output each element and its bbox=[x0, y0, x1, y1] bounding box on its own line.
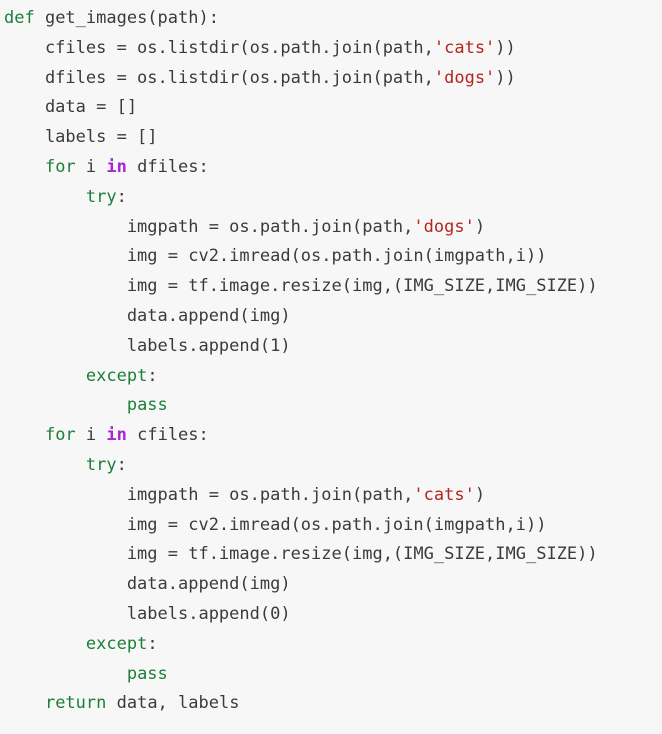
code-keyword: try bbox=[85, 186, 117, 207]
code-token: get_images(path): bbox=[34, 8, 219, 28]
code-token: i bbox=[75, 156, 107, 177]
code-string: 'cats' bbox=[413, 484, 475, 505]
code-line: data = [] bbox=[4, 93, 662, 123]
code-string: 'cats' bbox=[433, 37, 496, 58]
code-keyword: def bbox=[4, 8, 35, 28]
code-line: labels = [] bbox=[4, 123, 662, 153]
code-token: ) bbox=[474, 216, 486, 237]
code-line: pass bbox=[4, 391, 662, 421]
code-line: img = cv2.imread(os.path.join(imgpath,i)… bbox=[4, 511, 662, 541]
code-keyword: in bbox=[106, 156, 127, 177]
code-line: imgpath = os.path.join(path,'dogs') bbox=[4, 213, 662, 243]
code-line: pass bbox=[4, 660, 662, 690]
code-keyword: for bbox=[44, 425, 76, 446]
code-token: : bbox=[116, 454, 127, 475]
code-line: except: bbox=[4, 362, 662, 392]
code-token: )) bbox=[495, 67, 516, 88]
code-token: : bbox=[147, 633, 158, 654]
code-line: img = tf.image.resize(img,(IMG_SIZE,IMG_… bbox=[4, 540, 662, 570]
code-string: 'dogs' bbox=[433, 67, 496, 88]
code-line: dfiles = os.listdir(os.path.join(path,'d… bbox=[4, 64, 662, 94]
code-keyword: pass bbox=[126, 663, 168, 684]
code-keyword: try bbox=[85, 454, 117, 475]
code-line: return data, labels bbox=[4, 689, 662, 719]
code-token bbox=[4, 157, 45, 177]
code-token: cfiles: bbox=[126, 425, 209, 446]
code-token: dfiles: bbox=[126, 156, 209, 177]
code-token: data.append(img) bbox=[4, 305, 291, 326]
code-token bbox=[4, 395, 127, 415]
code-line: for i in cfiles: bbox=[4, 421, 662, 451]
code-token: : bbox=[147, 365, 158, 386]
code-line: labels.append(0) bbox=[4, 600, 662, 630]
code-token: img = cv2.imread(os.path.join(imgpath,i)… bbox=[4, 246, 547, 267]
code-token: )) bbox=[495, 37, 516, 58]
code-token: img = tf.image.resize(img,(IMG_SIZE,IMG_… bbox=[4, 276, 598, 297]
code-line: labels.append(1) bbox=[4, 332, 662, 362]
code-keyword: for bbox=[44, 156, 76, 177]
code-line: try: bbox=[4, 183, 662, 213]
code-token: : bbox=[116, 186, 127, 207]
code-token: i bbox=[75, 425, 107, 446]
code-keyword: except bbox=[85, 365, 148, 386]
code-token: imgpath = os.path.join(path, bbox=[4, 216, 414, 237]
code-line: cfiles = os.listdir(os.path.join(path,'c… bbox=[4, 34, 662, 64]
code-token: data, labels bbox=[106, 693, 240, 714]
code-keyword: pass bbox=[126, 395, 168, 416]
code-token bbox=[4, 425, 45, 445]
code-keyword: in bbox=[106, 425, 127, 446]
code-token: img = tf.image.resize(img,(IMG_SIZE,IMG_… bbox=[4, 544, 598, 565]
code-token: ) bbox=[474, 484, 486, 505]
code-line: data.append(img) bbox=[4, 302, 662, 332]
code-token: labels.append(1) bbox=[4, 335, 291, 356]
code-line: imgpath = os.path.join(path,'cats') bbox=[4, 481, 662, 511]
code-token: labels = [] bbox=[4, 127, 158, 148]
code-token: labels.append(0) bbox=[4, 603, 291, 624]
code-token: data.append(img) bbox=[4, 574, 291, 595]
code-line: img = cv2.imread(os.path.join(imgpath,i)… bbox=[4, 242, 662, 272]
code-line: try: bbox=[4, 451, 662, 481]
code-line: except: bbox=[4, 630, 662, 660]
code-token bbox=[4, 455, 86, 475]
code-token: data = [] bbox=[4, 97, 138, 118]
code-token bbox=[4, 693, 45, 713]
code-line: def get_images(path): bbox=[4, 4, 662, 34]
code-token bbox=[4, 634, 86, 654]
code-keyword: return bbox=[44, 693, 107, 714]
code-string: 'dogs' bbox=[413, 216, 475, 237]
code-keyword: except bbox=[85, 633, 148, 654]
code-token bbox=[4, 187, 86, 207]
code-token: img = cv2.imread(os.path.join(imgpath,i)… bbox=[4, 514, 547, 535]
code-line: for i in dfiles: bbox=[4, 153, 662, 183]
code-token: cfiles = os.listdir(os.path.join(path, bbox=[4, 37, 434, 58]
code-token bbox=[4, 366, 86, 386]
code-token bbox=[4, 664, 127, 684]
code-token: imgpath = os.path.join(path, bbox=[4, 484, 414, 505]
code-token: dfiles = os.listdir(os.path.join(path, bbox=[4, 67, 434, 88]
code-line: data.append(img) bbox=[4, 570, 662, 600]
code-line: img = tf.image.resize(img,(IMG_SIZE,IMG_… bbox=[4, 272, 662, 302]
